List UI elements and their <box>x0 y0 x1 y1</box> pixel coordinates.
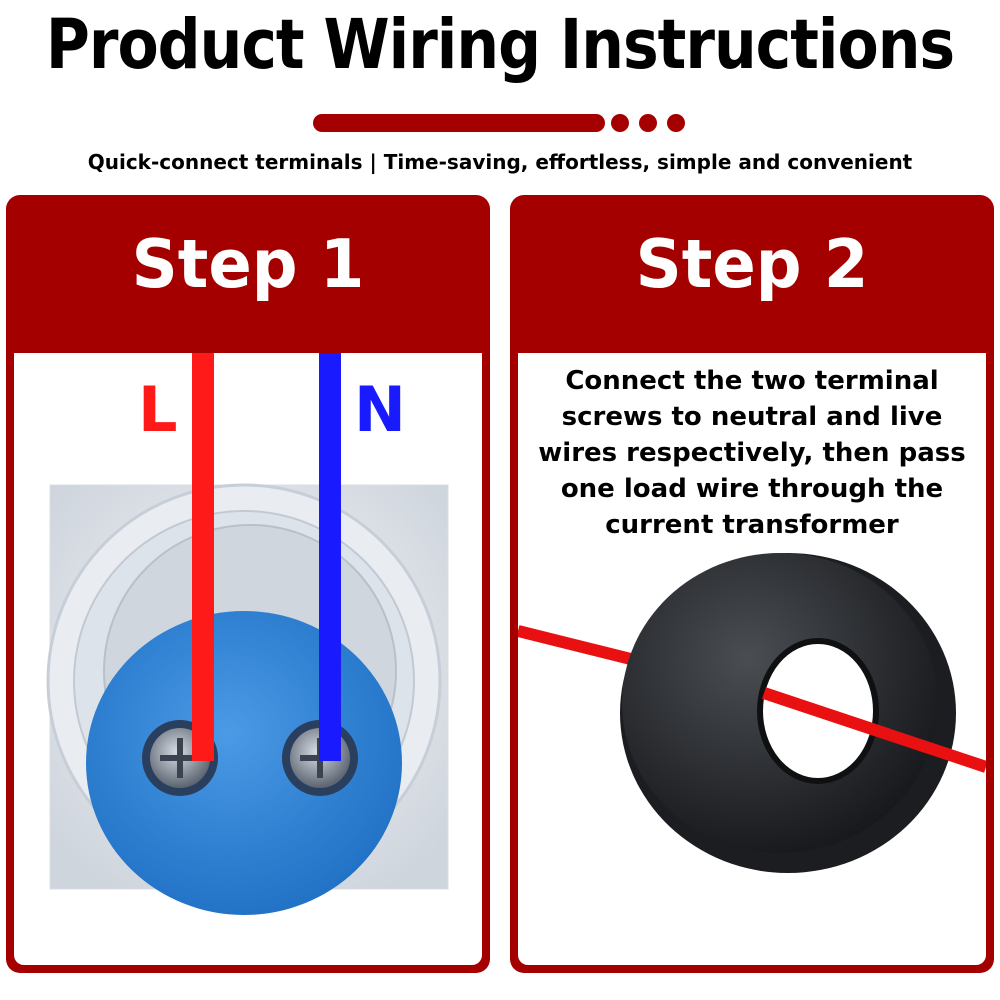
step1-panel: Step 1 <box>6 195 490 973</box>
terminal-illustration <box>46 353 449 915</box>
divider-bar <box>313 114 605 132</box>
neutral-label: N <box>354 373 406 446</box>
load-wire-front <box>762 687 986 773</box>
step1-title: Step 1 <box>131 226 365 304</box>
divider-dot <box>611 114 629 132</box>
step2-panel: Step 2 Connect the two terminal screws t… <box>510 195 994 973</box>
live-label: L <box>138 373 178 446</box>
step2-description: Connect the two terminal screws to neutr… <box>538 366 966 540</box>
page-title: Product Wiring Instructions <box>45 4 955 86</box>
step2-title: Step 2 <box>635 226 869 304</box>
page-subtitle: Quick-connect terminals | Time-saving, e… <box>87 150 913 174</box>
current-transformer-illustration <box>518 553 986 873</box>
title-divider <box>313 112 693 134</box>
divider-dot <box>639 114 657 132</box>
divider-dot <box>667 114 685 132</box>
step1-content: L N <box>14 353 482 965</box>
step2-content: Connect the two terminal screws to neutr… <box>518 353 986 965</box>
neutral-wire <box>319 353 341 761</box>
live-wire <box>192 353 214 761</box>
